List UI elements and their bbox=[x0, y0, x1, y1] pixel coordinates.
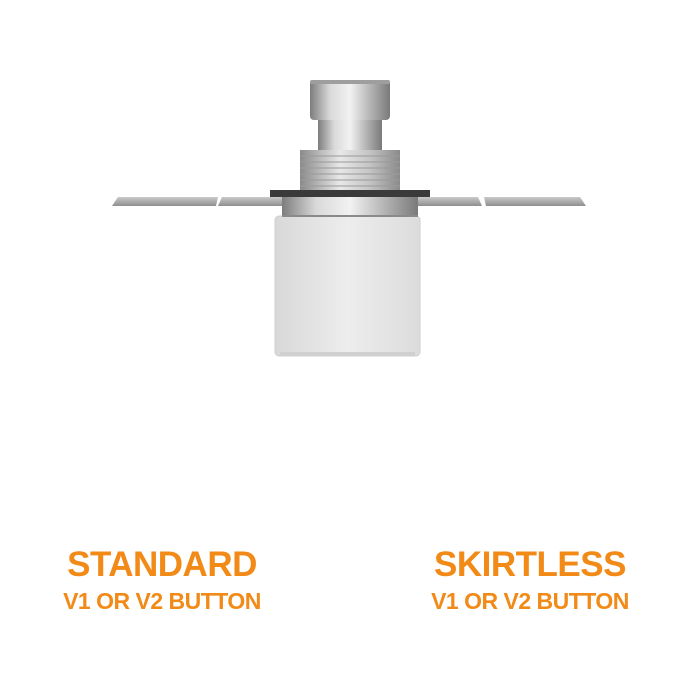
caption-standard-title: STANDARD bbox=[67, 545, 257, 584]
plunger-neck bbox=[318, 118, 382, 150]
caption-standard: STANDARD V1 OR V2 BUTTON bbox=[2, 545, 322, 615]
caption-standard-subtitle: V1 OR V2 BUTTON bbox=[63, 588, 261, 614]
mounting-washer bbox=[270, 190, 430, 217]
button-cap bbox=[310, 80, 390, 120]
switch-housing bbox=[274, 215, 421, 357]
caption-skirtless-subtitle: V1 OR V2 BUTTON bbox=[431, 588, 629, 614]
threaded-bushing bbox=[300, 150, 400, 190]
skirt-right bbox=[418, 197, 586, 206]
skirt-left bbox=[112, 197, 282, 206]
caption-skirtless-title: SKIRTLESS bbox=[434, 545, 626, 584]
caption-skirtless: SKIRTLESS V1 OR V2 BUTTON bbox=[370, 545, 690, 615]
